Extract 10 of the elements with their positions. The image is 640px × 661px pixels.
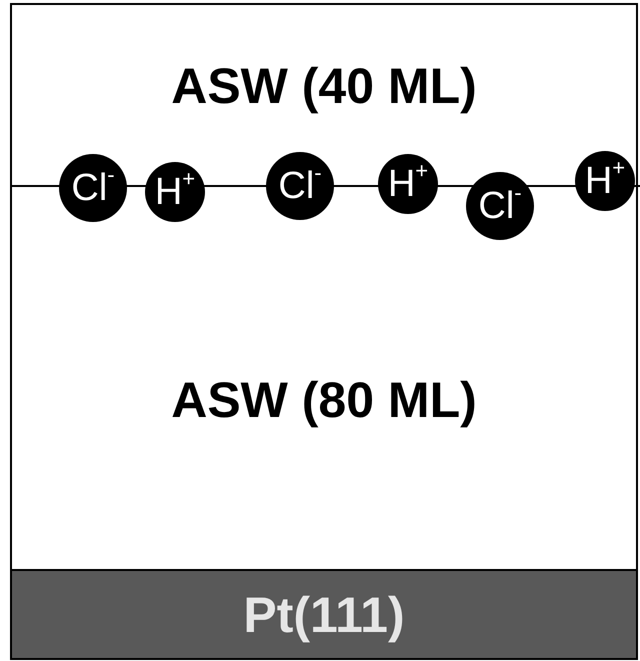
ion-label: H$^{+}$ [388,165,428,203]
layer-label: ASW (80 ML) [171,371,477,429]
ion-label: Cl$^{-}$ [278,167,322,205]
ion-label: Cl$^{-}$ [71,169,115,207]
layer-label: ASW (40 ML) [171,57,477,115]
substrate-band [10,569,638,660]
substrate-label: Pt(111) [243,586,405,644]
ion-label: Cl$^{-}$ [478,187,522,225]
ion-label: H$^{+}$ [584,162,626,200]
ion-label: H$^{+}$ [154,173,196,211]
